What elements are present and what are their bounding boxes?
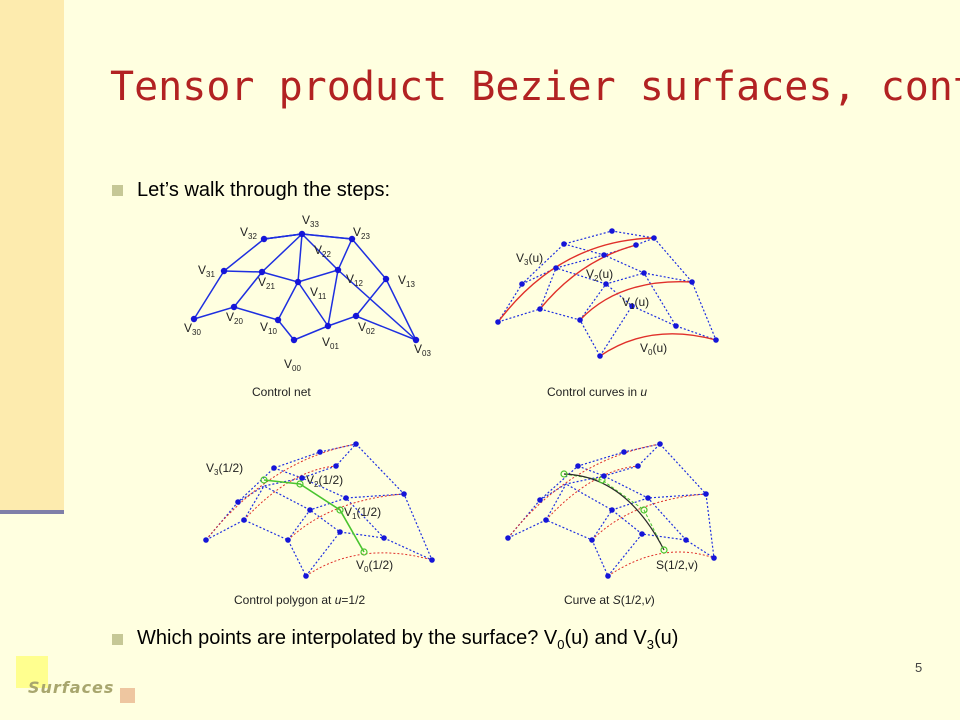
label-v03: V03 — [414, 342, 431, 358]
curve-at-figure: S(1/2,v) Curve at S(1/2,v) — [505, 441, 717, 607]
bullet-square-icon — [112, 634, 123, 645]
footer-accent-small-square — [120, 688, 135, 703]
control-polygon-figure: V3(1/2) V2(1/2) V1(1/2) V0(1/2) Control … — [203, 441, 435, 607]
label-v3u: V3(u) — [516, 251, 543, 267]
label-v10: V10 — [260, 320, 277, 336]
label-v23: V23 — [353, 225, 370, 241]
caption-control-polygon: Control polygon at u=1/2 — [234, 593, 365, 607]
bullet-question-text: Which points are interpolated by the sur… — [137, 627, 679, 652]
label-v30: V30 — [184, 321, 201, 337]
label-v0-half: V0(1/2) — [356, 558, 393, 574]
page-number: 5 — [915, 660, 923, 675]
caption-control-net: Control net — [252, 385, 311, 399]
label-v32: V32 — [240, 225, 257, 241]
label-v1-half: V1(1/2) — [344, 505, 381, 521]
label-v31: V31 — [198, 263, 215, 279]
label-v12: V12 — [346, 272, 363, 288]
label-v1u: V1(u) — [622, 295, 649, 311]
label-v2-half: V2(1/2) — [306, 473, 343, 489]
label-v02: V02 — [358, 320, 375, 336]
label-v3-half: V3(1/2) — [206, 461, 243, 477]
footer-accent-square — [16, 656, 48, 688]
slide-title: Tensor product Bezier surfaces, cont. — [110, 64, 960, 110]
label-v00: V00 — [284, 357, 301, 373]
label-s-half-v: S(1/2,v) — [656, 558, 698, 572]
caption-curve-at: Curve at S(1/2,v) — [564, 593, 655, 607]
label-v22: V22 — [314, 243, 331, 259]
label-v01: V01 — [322, 335, 339, 351]
sidebar-accent — [0, 0, 64, 512]
label-v20: V20 — [226, 310, 243, 326]
bullet-square-icon — [112, 185, 123, 196]
sidebar-rule — [0, 510, 64, 514]
label-v13: V13 — [398, 273, 415, 289]
caption-control-curves: Control curves in u — [547, 385, 647, 399]
label-v21: V21 — [258, 275, 275, 291]
bullet-steps: Let’s walk through the steps: — [112, 179, 390, 202]
bullet-steps-text: Let’s walk through the steps: — [137, 179, 391, 201]
control-net-figure: V32 V33 V23 V22 V31 V21 V11 V12 V13 V30 … — [184, 213, 431, 399]
label-v2u: V2(u) — [586, 267, 613, 283]
control-curves-figure: V3(u) V2(u) V1(u) V0(u) Control curves i… — [495, 228, 719, 399]
bullet-question: Which points are interpolated by the sur… — [112, 627, 678, 652]
label-v11: V11 — [310, 285, 327, 301]
control-net-lines — [263, 233, 353, 240]
label-v33: V33 — [302, 213, 319, 229]
isocurve-line — [563, 473, 665, 551]
label-v0u: V0(u) — [640, 341, 667, 357]
footer-section-label: Surfaces — [28, 678, 115, 697]
